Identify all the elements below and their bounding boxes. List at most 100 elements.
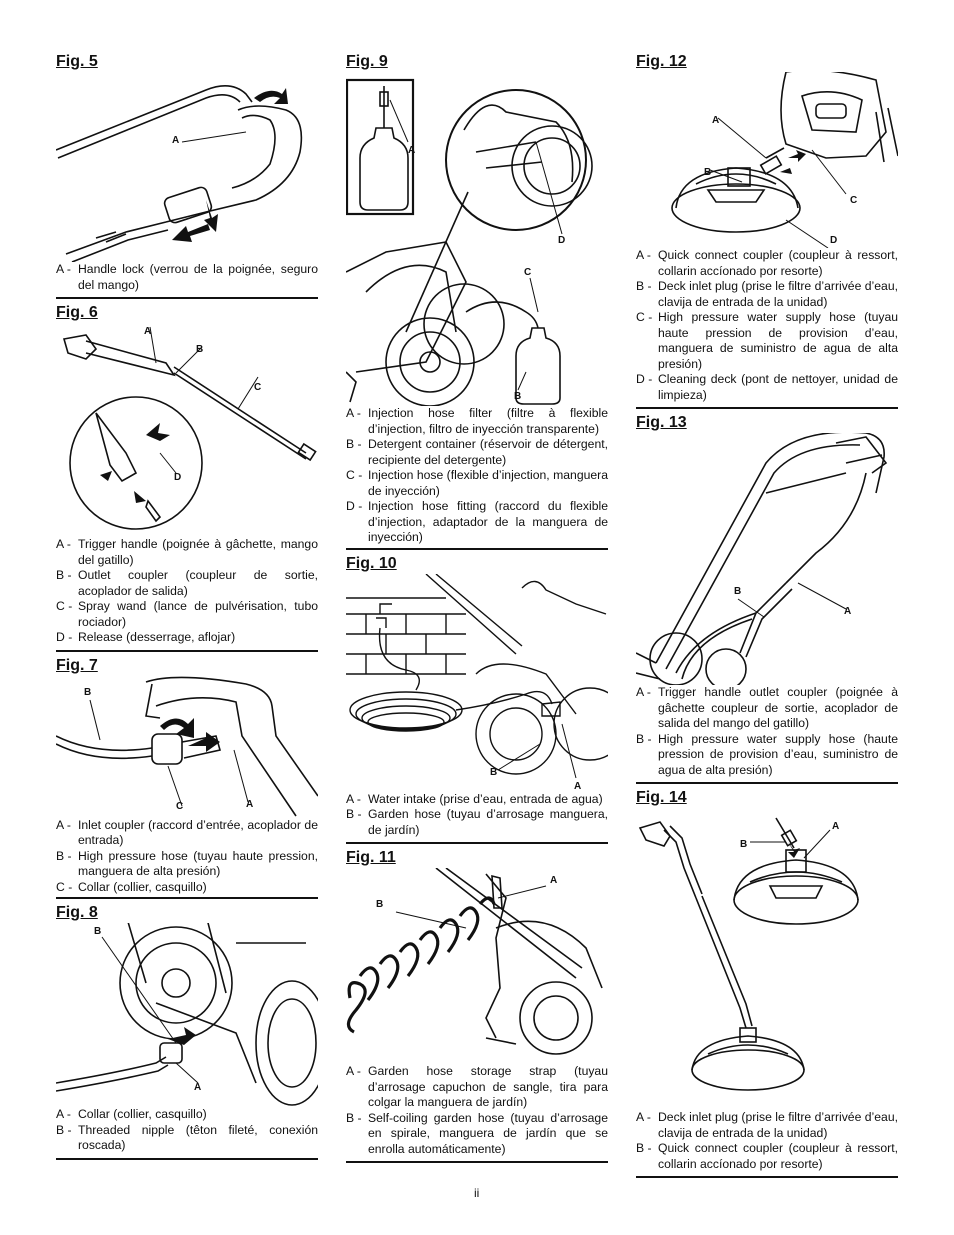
column-left: Fig. 5 A — [56, 52, 318, 1160]
fig14-wand-deck-drawing — [638, 817, 859, 1091]
fig14-legend-item: A -Deck inlet plug (prise le filtre d’ar… — [636, 1110, 898, 1140]
figure-13: Fig. 13 — [636, 413, 898, 784]
fig11-legend-item: B -Self-coiling garden hose (tuyau d’arr… — [346, 1110, 608, 1156]
fig5-handle-drawing — [56, 85, 303, 262]
fig7-callout-b: B — [84, 686, 92, 698]
fig8-legend-item: A -Collar (collier, casquillo) — [56, 1107, 207, 1121]
fig8-wheel-drawing — [56, 923, 318, 1106]
fig7-title: Fig. 7 — [56, 656, 98, 674]
fig14-legend: A -Deck inlet plug (prise le filtre d’ar… — [636, 1110, 898, 1172]
fig11-legend: A -Garden hose storage strap (tuyau d’ar… — [346, 1064, 608, 1157]
fig6-legend-item: C -Spray wand (lance de pulvérisation, t… — [56, 599, 318, 629]
column-right: Fig. 12 — [636, 52, 898, 1178]
fig10-garden-hose-drawing — [346, 573, 608, 778]
fig10-legend-item: B -Garden hose (tuyau d’arrosage manguer… — [346, 807, 608, 837]
fig12-deck-drawing — [671, 72, 898, 248]
fig11-legend-item: A -Garden hose storage strap (tuyau d’ar… — [346, 1064, 608, 1109]
figure-10: Fig. 10 — [346, 554, 608, 844]
figure-8: Fig. 8 — [56, 903, 318, 1160]
fig14-illustration: B A — [636, 808, 898, 1110]
fig5-title: Fig. 5 — [56, 53, 98, 70]
fig12-callout-b: B — [704, 167, 712, 178]
fig10-callout-b: B — [490, 766, 498, 778]
fig13-divider — [636, 782, 898, 784]
fig6-callout-b: B — [196, 344, 204, 355]
fig11-title: Fig. 11 — [346, 849, 396, 866]
fig6-legend-item: A -Trigger handle (poignée à gâchette, m… — [56, 537, 318, 567]
fig5-legend: A -Handle lock (verrou de la poignée, se… — [56, 262, 318, 293]
column-middle: Fig. 9 — [346, 52, 608, 1163]
fig7-callout-c: C — [176, 800, 184, 812]
fig10-callout-a: A — [574, 780, 582, 792]
fig12-title: Fig. 12 — [636, 53, 687, 70]
fig8-callout-a: A — [194, 1082, 202, 1093]
fig6-legend-item: B -Outlet coupler (coupleur de sortie, a… — [56, 568, 318, 598]
fig10-legend: A -Water intake (prise d’eau, entrada de… — [346, 792, 608, 839]
fig9-callout-d: D — [558, 235, 566, 246]
fig9-legend-item: C -Injection hose (flexible d’injection,… — [346, 468, 608, 498]
fig5-callout-a: A — [172, 135, 180, 146]
fig9-callout-b: B — [514, 391, 522, 402]
fig12-callout-a: A — [712, 115, 720, 126]
fig12-legend-item: B -Deck inlet plug (prise le filtre d’ar… — [636, 279, 898, 309]
fig6-legend: A -Trigger handle (poignée à gâchette, m… — [56, 537, 318, 646]
fig10-legend-item: A -Water intake (prise d’eau, entrada de… — [346, 791, 603, 806]
fig12-divider — [636, 407, 898, 409]
fig9-legend-item: A -Injection hose filter (filtre à flexi… — [346, 406, 608, 436]
fig11-divider — [346, 1161, 608, 1163]
fig11-callout-b: B — [376, 899, 384, 910]
fig13-callout-b: B — [734, 586, 742, 597]
figure-14: Fig. 14 — [636, 788, 898, 1178]
fig7-legend-item: A -Inlet coupler (raccord d’entrée, acop… — [56, 817, 318, 848]
figure-6: Fig. 6 — [56, 303, 318, 652]
fig7-legend: A -Inlet coupler (raccord d’entrée, acop… — [56, 818, 318, 896]
fig6-callout-c: C — [254, 382, 262, 393]
fig8-illustration: B A — [56, 923, 318, 1107]
fig10-title: Fig. 10 — [346, 554, 397, 572]
fig6-title: Fig. 6 — [56, 304, 98, 321]
fig14-divider — [636, 1176, 898, 1178]
fig9-callout-c: C — [524, 267, 532, 278]
figure-9: Fig. 9 — [346, 52, 608, 550]
fig7-callout-a: A — [246, 798, 254, 810]
figure-11: Fig. 11 — [346, 848, 608, 1163]
fig13-illustration: B A — [636, 433, 898, 685]
fig6-legend-item: D -Release (desserrage, aflojar) — [56, 630, 236, 644]
fig10-divider — [346, 842, 608, 844]
figure-12: Fig. 12 — [636, 52, 898, 409]
fig7-illustration: B C A — [56, 676, 318, 818]
fig12-callout-d: D — [830, 235, 838, 246]
fig12-legend: A -Quick connect coupler (coupleur à res… — [636, 248, 898, 403]
fig7-legend-item: B -High pressure hose (tuyau haute press… — [56, 848, 318, 879]
fig5-divider — [56, 297, 318, 299]
fig7-divider — [56, 897, 318, 899]
fig6-illustration: A B C D — [56, 323, 318, 537]
fig6-callout-a: A — [144, 326, 152, 337]
fig13-machine-drawing — [636, 433, 888, 685]
fig13-callout-a: A — [844, 606, 852, 617]
fig6-wand-drawing — [62, 326, 317, 530]
fig11-callout-a: A — [550, 875, 558, 886]
fig6-divider — [56, 649, 318, 652]
fig14-title: Fig. 14 — [636, 789, 687, 806]
fig12-legend-item: C -High pressure water supply hose (tuya… — [636, 310, 898, 371]
fig13-legend-item: B -High pressure water supply hose (haut… — [636, 731, 898, 777]
fig12-illustration: A B C D — [636, 72, 898, 248]
fig9-callout-a: A — [408, 145, 416, 156]
fig14-callout-b: B — [740, 839, 748, 850]
fig6-callout-d: D — [174, 472, 182, 483]
figure-7: Fig. 7 B — [56, 656, 318, 899]
fig13-title: Fig. 13 — [636, 414, 687, 431]
fig8-title: Fig. 8 — [56, 904, 98, 921]
fig5-illustration: A — [56, 72, 318, 262]
fig14-legend-item: B -Quick connect coupler (coupleur à res… — [636, 1141, 898, 1171]
page-number: ii — [474, 1186, 480, 1200]
fig9-legend: A -Injection hose filter (filtre à flexi… — [346, 406, 608, 546]
fig13-legend-item: A -Trigger handle outlet coupler (poigné… — [636, 685, 898, 730]
fig8-callout-b: B — [94, 926, 102, 937]
fig10-illustration: B A — [346, 573, 608, 792]
fig12-legend-item: D -Cleaning deck (pont de nettoyer, unid… — [636, 372, 898, 402]
fig9-legend-item: B -Detergent container (réservoir de dét… — [346, 437, 608, 467]
fig12-legend-item: A -Quick connect coupler (coupleur à res… — [636, 248, 898, 278]
fig11-coiled-hose-drawing — [346, 868, 603, 1055]
